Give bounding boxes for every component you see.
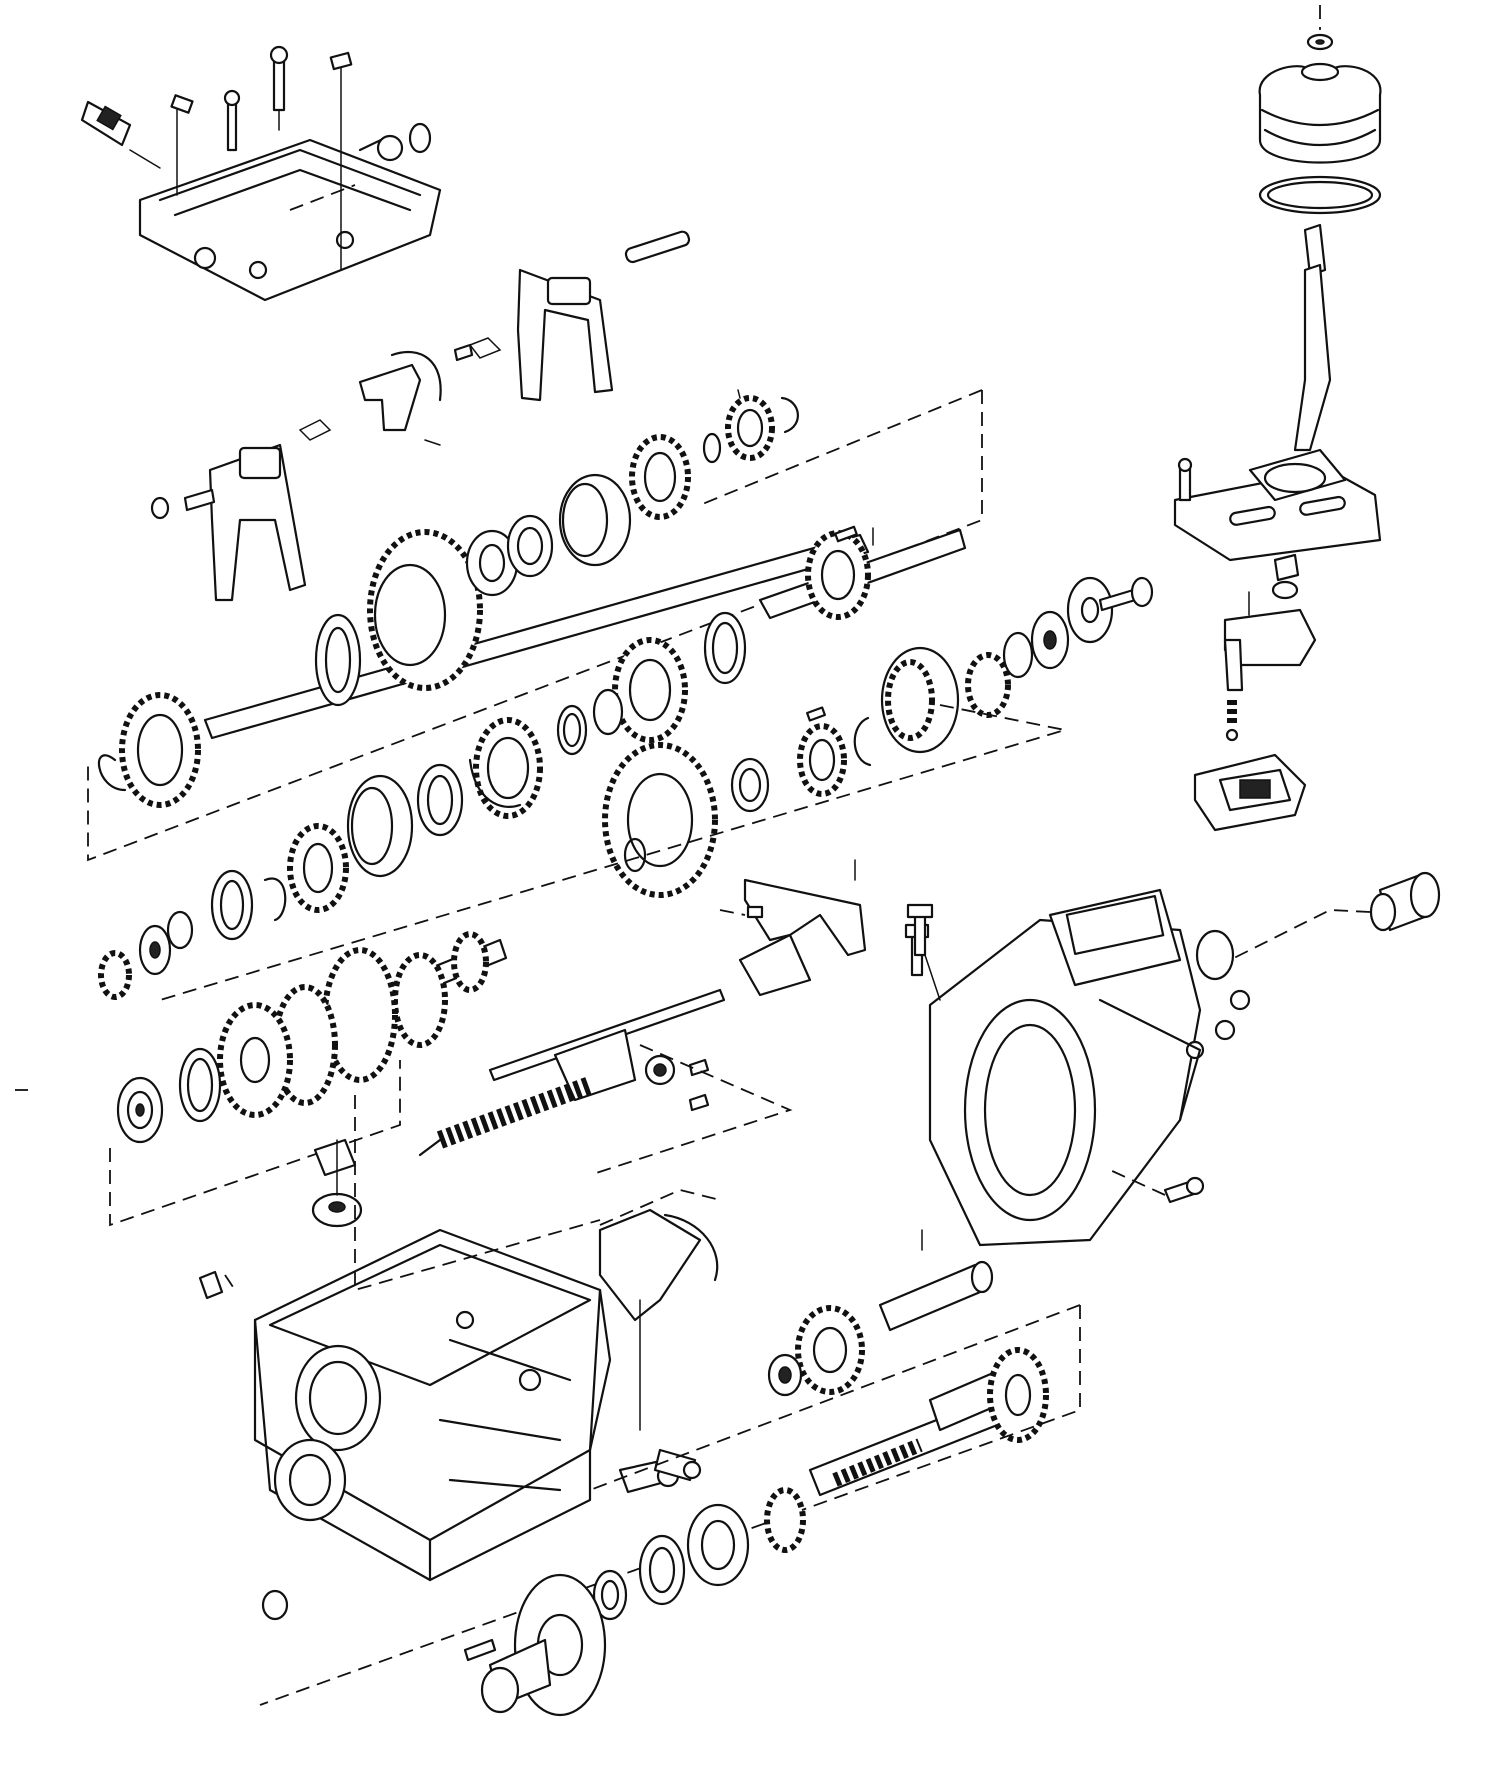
main-case — [198, 1095, 612, 1621]
thrust-washer-1 — [138, 924, 172, 976]
sleeve-1 — [558, 473, 632, 567]
sleeve-2 — [346, 774, 414, 878]
ring-r1 — [730, 757, 770, 813]
speed-sensor — [80, 100, 161, 169]
output-flange — [463, 1573, 607, 1717]
large-gear-1 — [367, 529, 483, 691]
gear-3 — [287, 823, 349, 913]
shift-control — [1193, 553, 1317, 832]
small-gear-2 — [725, 395, 775, 461]
gear-shift-lever — [1173, 5, 1382, 562]
bearing-1 — [465, 514, 554, 597]
small-gear-1 — [629, 434, 691, 520]
boot-ring — [1258, 175, 1382, 215]
sync-ring-1 — [314, 613, 362, 707]
sync-ring-2 — [703, 611, 747, 685]
bushing — [1229, 871, 1441, 961]
main-shaft — [203, 525, 967, 740]
washer-r — [1030, 610, 1070, 670]
gear-r2 — [797, 723, 847, 797]
reverse-gear — [598, 1189, 994, 1431]
sleeve-r — [880, 646, 960, 754]
cs-ring — [178, 1047, 222, 1123]
counter-shaft — [109, 931, 508, 1227]
shift-boot — [1258, 62, 1382, 164]
sync-hub-2 — [468, 717, 543, 819]
extension-housing — [906, 888, 1251, 1247]
shift-forks — [208, 230, 691, 602]
gear-set — [97, 395, 799, 1000]
reverse-idler — [719, 859, 867, 997]
cover-bolts — [170, 45, 353, 271]
mount-parts — [311, 1138, 363, 1228]
case-sensors — [618, 1448, 702, 1494]
bearings — [592, 1487, 806, 1621]
misc-pins — [15, 343, 741, 1091]
shift-rail — [418, 988, 793, 1176]
needle-bearing-1 — [98, 950, 132, 1000]
sync-ring-4 — [210, 869, 254, 941]
synchronizer-rings — [159, 576, 1154, 1001]
rings-2 — [556, 688, 624, 756]
sync-ring-3 — [416, 763, 464, 837]
large-gear-2 — [602, 742, 718, 898]
sync-hub-1 — [119, 692, 201, 808]
flange-r — [1066, 576, 1154, 644]
gear-2 — [612, 637, 688, 743]
cs-bearing — [116, 1076, 164, 1144]
top-cover — [138, 122, 442, 302]
